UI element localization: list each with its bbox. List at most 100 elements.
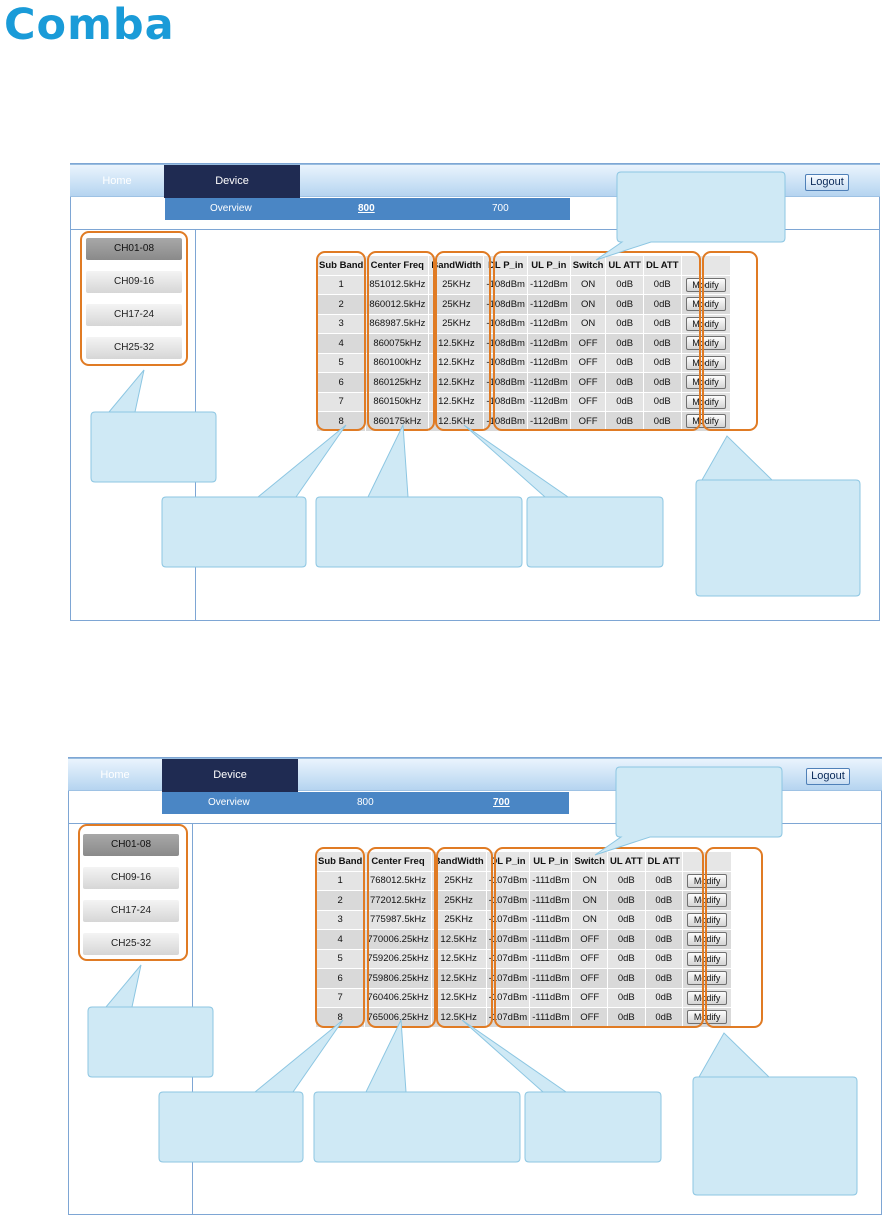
panel-700-overview: Home Device Logout Overview 800 700 CH01…	[0, 755, 884, 1215]
table-cell: 860125kHz	[366, 373, 429, 392]
table-cell: 7	[316, 988, 365, 1007]
table-cell: 868987.5kHz	[366, 314, 429, 333]
table-cell: 8	[316, 1008, 365, 1027]
modify-cell: Modify	[681, 314, 730, 333]
ch09-16-button[interactable]: CH09-16	[83, 867, 179, 889]
modify-button[interactable]: Modify	[687, 951, 728, 966]
column-header	[681, 256, 730, 275]
table-cell: 0dB	[606, 275, 643, 294]
table-cell: -111dBm	[530, 910, 572, 929]
ch17-24-button[interactable]: CH17-24	[86, 304, 182, 326]
table-cell: 0dB	[608, 930, 645, 949]
table-cell: 0dB	[643, 412, 681, 431]
modify-cell: Modify	[683, 871, 732, 890]
modify-button[interactable]: Modify	[685, 394, 726, 409]
ch01-08-button[interactable]: CH01-08	[86, 238, 182, 260]
panel-800-overview: Home Device Logout Overview 800 700 CH01…	[0, 160, 884, 622]
sub-nav-bar: Overview 800 700	[165, 198, 570, 220]
ch25-32-button[interactable]: CH25-32	[83, 933, 179, 955]
modify-button[interactable]: Modify	[687, 1010, 728, 1025]
table-cell: OFF	[572, 949, 607, 968]
modify-button[interactable]: Modify	[687, 932, 728, 947]
modify-button[interactable]: Modify	[687, 893, 728, 908]
modify-button[interactable]: Modify	[687, 873, 728, 888]
table-cell: -107dBm	[486, 949, 530, 968]
column-header: Center Freq	[366, 256, 429, 275]
table-cell: ON	[570, 295, 606, 314]
modify-button[interactable]: Modify	[685, 375, 726, 390]
subtab-700[interactable]: 700	[493, 797, 510, 808]
tab-device[interactable]: Device	[162, 759, 298, 792]
table-cell: OFF	[570, 373, 606, 392]
ch01-08-button[interactable]: CH01-08	[83, 834, 179, 856]
subtab-800[interactable]: 800	[358, 203, 375, 214]
table-cell: 0dB	[645, 930, 683, 949]
tab-device[interactable]: Device	[164, 165, 300, 198]
modify-cell: Modify	[683, 930, 732, 949]
table-cell: ON	[572, 891, 607, 910]
column-header: Switch	[570, 256, 606, 275]
table-cell: 860075kHz	[366, 334, 429, 353]
table-cell: 0dB	[643, 392, 681, 411]
subtab-800[interactable]: 800	[357, 797, 374, 808]
table-cell: OFF	[572, 969, 607, 988]
logout-button[interactable]: Logout	[806, 768, 850, 785]
table-cell: 3	[316, 910, 365, 929]
table-cell: 0dB	[643, 373, 681, 392]
ch09-16-button[interactable]: CH09-16	[86, 271, 182, 293]
table-cell: 0dB	[608, 949, 645, 968]
tab-home[interactable]: Home	[102, 175, 132, 187]
table-cell: 759806.25kHz	[365, 969, 431, 988]
table-cell: OFF	[570, 392, 606, 411]
ch17-24-button[interactable]: CH17-24	[83, 900, 179, 922]
table-cell: OFF	[572, 988, 607, 1007]
modify-button[interactable]: Modify	[685, 336, 726, 351]
modify-button[interactable]: Modify	[685, 277, 726, 292]
subtab-700[interactable]: 700	[492, 203, 509, 214]
table-cell: OFF	[572, 930, 607, 949]
modify-button[interactable]: Modify	[687, 971, 728, 986]
modify-button[interactable]: Modify	[685, 316, 726, 331]
table-cell: 2	[316, 891, 365, 910]
ch25-32-button[interactable]: CH25-32	[86, 337, 182, 359]
tab-home[interactable]: Home	[100, 769, 130, 781]
modify-cell: Modify	[683, 949, 732, 968]
table-cell: -111dBm	[530, 871, 572, 890]
table-cell: 0dB	[606, 353, 643, 372]
table-cell: 25KHz	[429, 314, 484, 333]
modify-button[interactable]: Modify	[685, 414, 726, 429]
table-cell: 759206.25kHz	[365, 949, 431, 968]
table-cell: 12.5KHz	[431, 949, 486, 968]
table-cell: 860150kHz	[366, 392, 429, 411]
modify-button[interactable]: Modify	[685, 297, 726, 312]
table-cell: 12.5KHz	[429, 373, 484, 392]
table-cell: 851012.5kHz	[366, 275, 429, 294]
content-divider	[192, 824, 193, 1215]
table-cell: -111dBm	[530, 969, 572, 988]
column-header: UL ATT	[608, 852, 645, 871]
table-cell: -108dBm	[484, 314, 527, 333]
table-cell: 5	[317, 353, 366, 372]
subtab-overview[interactable]: Overview	[210, 203, 252, 214]
modify-cell: Modify	[681, 392, 730, 411]
modify-button[interactable]: Modify	[687, 990, 728, 1005]
subtab-overview[interactable]: Overview	[208, 797, 250, 808]
table-cell: -107dBm	[486, 1008, 530, 1027]
logout-button[interactable]: Logout	[805, 174, 849, 191]
table-cell: 25KHz	[431, 891, 486, 910]
table-cell: 0dB	[643, 295, 681, 314]
table-cell: 0dB	[643, 353, 681, 372]
modify-button[interactable]: Modify	[687, 912, 728, 927]
modify-button[interactable]: Modify	[685, 355, 726, 370]
table-cell: 775987.5kHz	[365, 910, 431, 929]
column-header: UL P_in	[530, 852, 572, 871]
table-cell: 0dB	[645, 1008, 683, 1027]
table-cell: -107dBm	[486, 930, 530, 949]
table-cell: 0dB	[606, 314, 643, 333]
